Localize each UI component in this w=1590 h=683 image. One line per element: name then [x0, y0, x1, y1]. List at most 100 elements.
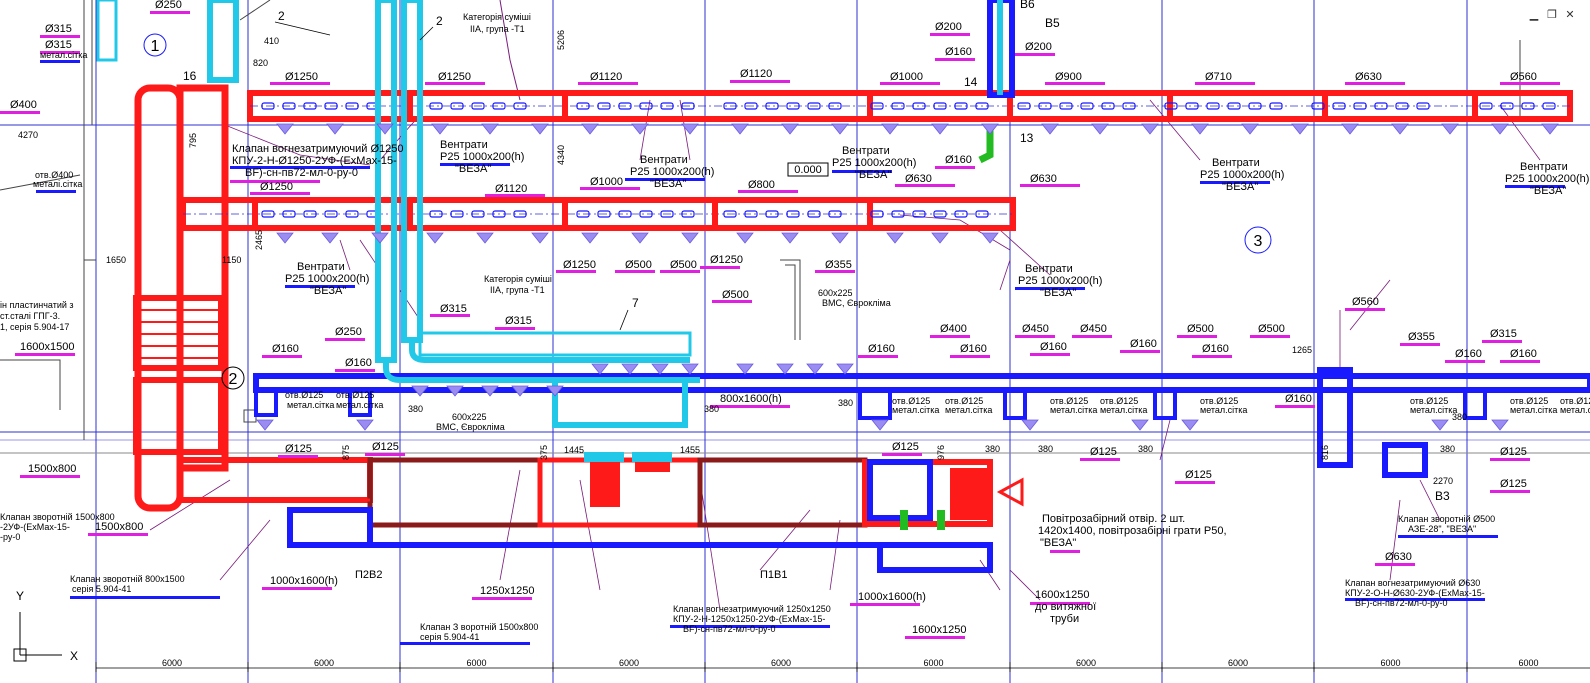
- mesh-7: метал.сітка: [1200, 405, 1247, 415]
- seam-marker: [639, 210, 653, 218]
- cyan-connector-1: [584, 452, 624, 462]
- label-top-2: Ø315: [45, 39, 72, 51]
- diffuser-icon: [881, 123, 899, 135]
- label-underline: [660, 270, 700, 273]
- diffuser-icon: [1241, 123, 1259, 135]
- seam-marker: [1311, 102, 1325, 110]
- seam-marker: [891, 210, 905, 218]
- label-underline: [250, 192, 310, 195]
- label-underline: [262, 355, 302, 358]
- dimension-6: 6000: [923, 658, 943, 668]
- label-underline: [1250, 335, 1290, 338]
- callout-2b: 2: [436, 14, 443, 28]
- label-underline: [1175, 481, 1215, 484]
- grille-3-spec: Р25 1000х200(h): [832, 157, 916, 169]
- callout-underline: [832, 170, 892, 173]
- cyan-risers: [96, 0, 700, 428]
- diffuser-icon: [981, 232, 999, 244]
- seam-marker: [1248, 102, 1262, 110]
- note-fire-valve-1: Клапан вогнезатримуючий Ø1250: [232, 143, 403, 155]
- label-low-7: Ø125: [1500, 478, 1527, 490]
- supply-ductwork: [133, 84, 1573, 528]
- dim-410: 410: [264, 36, 279, 46]
- seam-marker: [429, 102, 443, 110]
- mesh-8: метал.сітка: [1410, 405, 1457, 415]
- label-underline: [230, 180, 320, 183]
- seam-marker: [975, 210, 989, 218]
- label-underline: [150, 11, 190, 14]
- label-underline: [1490, 458, 1530, 461]
- minimize-button[interactable]: ▁: [1529, 8, 1539, 21]
- diffuser-icon: [806, 363, 824, 375]
- label-underline: [335, 369, 375, 372]
- label-blue-15: Ø160: [1510, 348, 1537, 360]
- restore-button[interactable]: ❐: [1547, 8, 1557, 21]
- label-underline: [365, 453, 405, 456]
- label-underline: [1120, 350, 1160, 353]
- label-blue-8: Ø500: [1187, 323, 1214, 335]
- dim-1445: 1445: [564, 445, 584, 455]
- close-button[interactable]: ✕: [1565, 8, 1575, 21]
- category-mid-1: Категорія суміші: [484, 274, 552, 284]
- dim-5206: 5206: [556, 30, 566, 50]
- diffuser-icon: [276, 123, 294, 135]
- label-underline: [1030, 353, 1070, 356]
- diffuser-icon: [931, 123, 949, 135]
- diffuser-icon: [1181, 419, 1199, 431]
- seam-marker: [618, 102, 632, 110]
- label-r1-4: Ø1120: [740, 68, 772, 80]
- seam-marker: [933, 102, 947, 110]
- seam-marker: [954, 102, 968, 110]
- callout-7: 7: [632, 296, 639, 310]
- dim-4270: 4270: [18, 130, 38, 140]
- label-blue-7: Ø160: [1130, 338, 1157, 350]
- dim-1455: 1455: [680, 445, 700, 455]
- label-r1-8: Ø630: [1355, 71, 1382, 83]
- grille-7-title: Вентрати: [1025, 263, 1073, 275]
- label-blue-2: Ø400: [940, 323, 967, 335]
- seam-marker: [576, 102, 590, 110]
- seam-marker: [744, 210, 758, 218]
- diffuser-icon: [321, 232, 339, 244]
- diffuser-icon: [931, 232, 949, 244]
- label-r1-7: Ø710: [1205, 71, 1232, 83]
- seam-marker: [870, 210, 884, 218]
- callout-underline: [36, 190, 76, 193]
- diffuser-icon: [376, 123, 394, 135]
- label-mid-10: Ø160: [272, 343, 299, 355]
- duct-labels: Ø1250 Ø1250 Ø1120 Ø1120 Ø1000 Ø900 Ø710 …: [10, 0, 1537, 563]
- seam-marker: [429, 210, 443, 218]
- dim-976: 976: [936, 445, 946, 460]
- dimension-1: 6000: [162, 658, 182, 668]
- label-underline: [935, 166, 975, 169]
- label-r2-2: Ø1120: [495, 183, 527, 195]
- label-underline: [1500, 82, 1560, 85]
- cyan-connector-2: [632, 452, 672, 462]
- note-fire-valve-1c: ВF)-сн-пв72-мл-0-ру-0: [245, 167, 358, 179]
- diffuser-icon: [546, 385, 564, 397]
- seam-marker: [1521, 102, 1535, 110]
- size-1600-1250: 1600х1250: [912, 624, 966, 636]
- label-underline: [1345, 82, 1405, 85]
- label-blue-5: Ø160: [960, 343, 987, 355]
- seam-marker: [597, 102, 611, 110]
- callout-underline: [230, 166, 370, 169]
- seam-marker: [282, 210, 296, 218]
- chk-1500b: -2УФ-(ЕхМах-15-: [0, 522, 70, 532]
- grille-5-title: Вентрати: [1520, 161, 1568, 173]
- diffuser-icon: [356, 419, 374, 431]
- label-underline: [425, 82, 485, 85]
- label-underline: [1177, 335, 1217, 338]
- size-1250: 1250х1250: [480, 585, 534, 597]
- callout-underline: [400, 642, 530, 645]
- diffuser-icon: [736, 363, 754, 375]
- size-1000-1600: 1000х1600(h): [270, 575, 338, 587]
- drawing-notes: Клапан вогнезатримуючий Ø1250 КПУ-2-Н-Ø1…: [0, 0, 1589, 642]
- label-blue-14: Ø160: [1455, 348, 1482, 360]
- dimension-4: 6000: [619, 658, 639, 668]
- opening-1: отв.Ø125: [285, 390, 323, 400]
- callout-underline: [40, 60, 80, 63]
- chk3: Клапан З воротній 1500х800: [420, 622, 538, 632]
- label-low-6: Ø125: [1500, 446, 1527, 458]
